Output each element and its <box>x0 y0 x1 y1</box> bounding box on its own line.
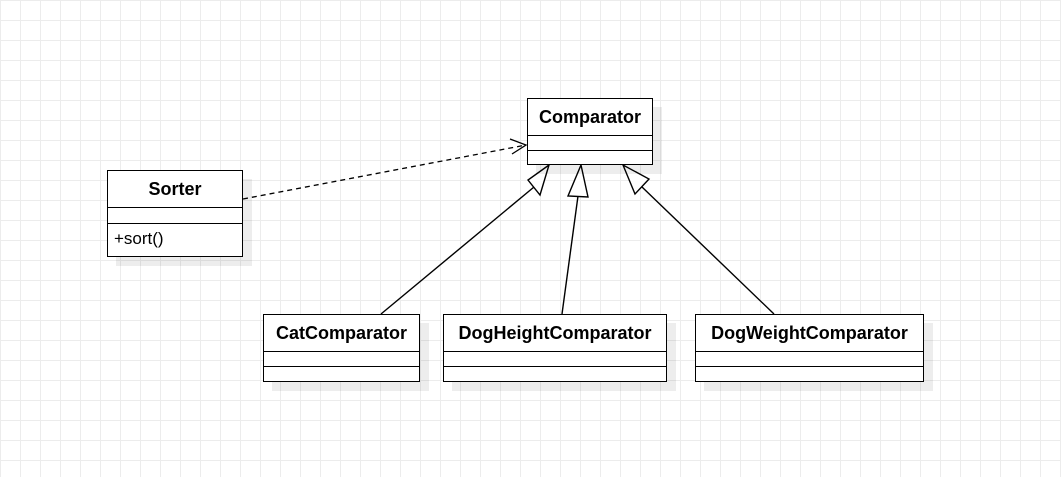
class-name: DogHeightComparator <box>444 315 666 352</box>
attributes-section <box>108 208 242 224</box>
methods-section <box>528 151 652 164</box>
class-cat-comparator[interactable]: CatComparator <box>263 314 420 382</box>
realization-hollow-triangle-dog-height <box>566 162 589 198</box>
attributes-section <box>528 136 652 151</box>
attributes-section <box>444 352 666 367</box>
realization-line-cat-comparator[interactable] <box>380 186 535 315</box>
attributes-section <box>264 352 419 367</box>
dependency-line-sorter-comparator[interactable] <box>242 144 527 200</box>
class-comparator[interactable]: Comparator <box>527 98 653 165</box>
attributes-section <box>696 352 923 367</box>
methods-section <box>444 367 666 381</box>
methods-section <box>264 367 419 381</box>
realization-line-dog-weight-comparator[interactable] <box>641 186 775 315</box>
class-name: Sorter <box>108 171 242 208</box>
class-dog-height-comparator[interactable]: DogHeightComparator <box>443 314 667 382</box>
class-name: Comparator <box>528 99 652 136</box>
class-name: DogWeightComparator <box>696 315 923 352</box>
realization-line-dog-height-comparator[interactable] <box>561 195 579 315</box>
realization-hollow-triangle-cat <box>526 163 551 197</box>
method-sort: +sort() <box>114 229 164 248</box>
dependency-open-arrowhead <box>509 138 528 155</box>
realization-hollow-triangle-dog-weight <box>621 163 651 196</box>
class-name: CatComparator <box>264 315 419 352</box>
methods-section <box>696 367 923 381</box>
methods-section: +sort() <box>108 224 242 254</box>
class-dog-weight-comparator[interactable]: DogWeightComparator <box>695 314 924 382</box>
class-sorter[interactable]: Sorter +sort() <box>107 170 243 257</box>
